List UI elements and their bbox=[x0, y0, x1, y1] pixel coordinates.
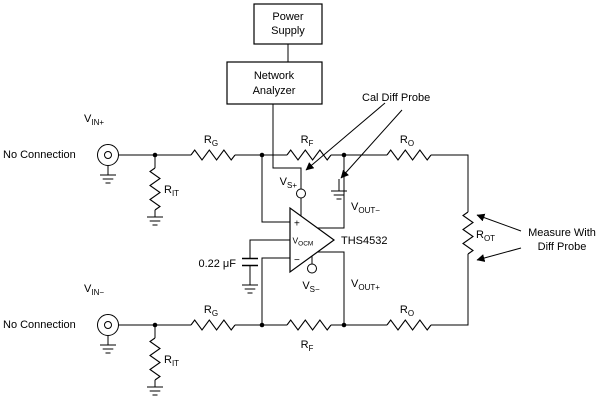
network-analyzer-label-line1: Network bbox=[254, 70, 295, 82]
amp-part-number: THS4532 bbox=[341, 235, 387, 247]
measure-arrow-to-rot-top bbox=[476, 213, 522, 232]
annotation-measure-line2: Diff Probe bbox=[538, 241, 587, 253]
network-analyzer-box bbox=[226, 61, 323, 105]
capacitor-value-label: 0.22 μF bbox=[198, 258, 236, 270]
annotation-no-connection-top: No Connection bbox=[3, 149, 76, 161]
net-label-vout-minus: VOUT− bbox=[351, 201, 380, 215]
resistor-label-rf-top: RF bbox=[301, 134, 314, 148]
measure-arrow-to-rot-bottom bbox=[476, 247, 522, 262]
resistor-label-ro-top: RO bbox=[400, 134, 414, 148]
resistor-label-rit-top: RIT bbox=[164, 184, 179, 198]
capacitor-plates bbox=[242, 257, 258, 267]
wire-vocm bbox=[249, 239, 290, 259]
resistor-rf-bottom bbox=[286, 319, 332, 331]
ground-symbol-vocm-cap bbox=[242, 284, 258, 294]
resistor-label-rot: ROT bbox=[476, 229, 495, 243]
resistor-rot bbox=[462, 211, 474, 255]
amplifier-triangle bbox=[289, 206, 336, 274]
source-connector-vin-minus-inner bbox=[104, 321, 112, 329]
ground-symbol-source-bottom bbox=[100, 344, 116, 354]
junction-dot-output-top bbox=[341, 152, 347, 158]
amp-noninverting-sign: + bbox=[294, 219, 300, 230]
resistor-ro-top bbox=[386, 149, 432, 161]
ground-symbol-cal-probe bbox=[331, 190, 347, 200]
amp-inverting-sign: − bbox=[294, 255, 300, 266]
resistor-label-rit-bottom: RIT bbox=[164, 354, 179, 368]
resistor-rit-bottom bbox=[149, 337, 161, 381]
resistor-label-rg-bottom: RG bbox=[204, 304, 218, 318]
resistor-rg-top bbox=[190, 149, 236, 161]
source-connector-vin-plus-inner bbox=[104, 151, 112, 159]
network-analyzer-label-line2: Analyzer bbox=[253, 85, 296, 97]
supply-pin-vs-plus bbox=[296, 188, 306, 199]
junction-dot-input-top bbox=[259, 152, 265, 158]
wire-output-plus bbox=[317, 251, 345, 325]
amp-vocm-label: VOCM bbox=[293, 236, 314, 248]
cal-probe-arrow-to-ground bbox=[340, 109, 403, 179]
resistor-label-ro-bottom: RO bbox=[400, 304, 414, 318]
power-supply-box bbox=[253, 3, 323, 45]
ground-symbol-rit-bottom bbox=[147, 386, 163, 396]
ground-symbol-rit-top bbox=[147, 216, 163, 226]
power-supply-label-line1: Power bbox=[272, 11, 304, 23]
resistor-rit-top bbox=[149, 167, 161, 211]
net-label-vs-plus: VS+ bbox=[280, 176, 298, 190]
annotation-cal-diff-probe: Cal Diff Probe bbox=[362, 92, 430, 104]
resistor-label-rg-top: RG bbox=[204, 134, 218, 148]
junction-dot-rit-top bbox=[152, 152, 158, 158]
junction-dot-rit-bottom bbox=[152, 322, 158, 328]
junction-dot-output-bottom bbox=[341, 322, 347, 328]
wire-output-minus bbox=[317, 155, 345, 229]
cal-probe-arrow-to-vsplus bbox=[305, 102, 386, 171]
resistor-label-rf-bottom: RF bbox=[301, 339, 314, 353]
net-label-vin-minus: VIN− bbox=[84, 283, 104, 297]
net-label-vout-plus: VOUT+ bbox=[351, 278, 380, 292]
junction-dot-input-bottom bbox=[259, 322, 265, 328]
resistor-ro-bottom bbox=[386, 319, 432, 331]
wire-analyzer-to-vsplus bbox=[272, 104, 302, 189]
annotation-no-connection-bottom: No Connection bbox=[3, 319, 76, 331]
ground-symbol-source-top bbox=[100, 174, 116, 184]
power-supply-label-line2: Supply bbox=[271, 25, 305, 37]
wire-bottom-input-stub bbox=[261, 257, 290, 325]
wire-top-input-stub bbox=[261, 155, 290, 223]
net-label-vin-plus: VIN+ bbox=[84, 113, 104, 127]
net-label-vs-minus: VS− bbox=[302, 280, 320, 294]
wire-right-rail bbox=[431, 254, 469, 326]
resistor-rg-bottom bbox=[190, 319, 236, 331]
annotation-measure-line1: Measure With bbox=[528, 227, 596, 239]
supply-pin-vs-minus bbox=[307, 263, 317, 274]
resistor-rf-top bbox=[286, 149, 332, 161]
